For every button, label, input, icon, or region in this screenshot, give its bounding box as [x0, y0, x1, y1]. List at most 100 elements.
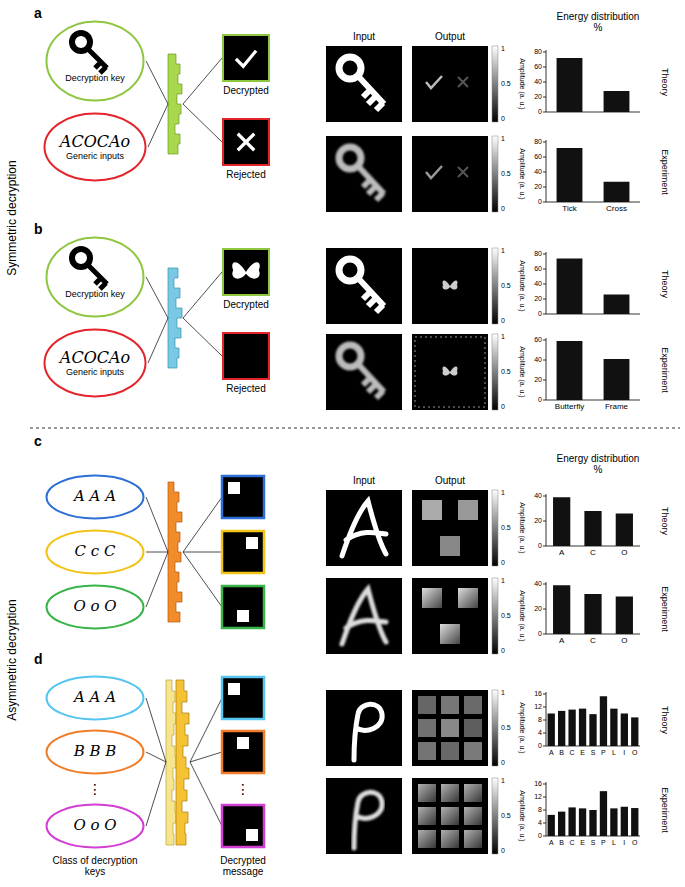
energy-bar — [568, 807, 575, 836]
handwritten-image — [354, 792, 382, 848]
axis-tick — [543, 521, 546, 522]
output-pattern — [426, 166, 468, 178]
handwritten-image — [354, 792, 382, 848]
key-icon — [72, 249, 107, 289]
key-image — [339, 259, 361, 281]
axis-tick — [543, 52, 546, 53]
handwritten-image — [354, 704, 382, 760]
handwritten-input: C c C — [75, 543, 116, 560]
text-label: Theory — [659, 507, 669, 535]
text-label: 0 — [501, 559, 505, 567]
colorbar — [492, 578, 498, 654]
text-label: 8 — [538, 716, 542, 724]
text-label: Output — [435, 31, 465, 42]
text-label: 1 — [501, 333, 505, 341]
node-content: O o O — [45, 584, 145, 630]
colorbar — [492, 490, 498, 566]
axis-tick — [543, 720, 546, 721]
input-ellipse: O o O — [45, 803, 145, 849]
output-spot — [464, 742, 482, 760]
beam-line — [190, 752, 222, 762]
text-label: S — [591, 839, 596, 847]
output-spot — [246, 537, 258, 549]
axis-tick — [543, 733, 546, 734]
text-label: E — [580, 839, 585, 847]
axis-tick — [543, 157, 546, 158]
image-frame — [326, 578, 402, 654]
text-label: 12 — [534, 793, 542, 801]
output-spot — [464, 784, 482, 802]
butterfly-symbol — [442, 367, 457, 376]
axis-tick — [543, 810, 546, 811]
key-icon — [72, 33, 90, 51]
axis-tick — [543, 360, 546, 361]
beam-line — [183, 58, 222, 104]
axis-tick — [543, 609, 546, 610]
text-label: 1 — [501, 689, 505, 697]
chart-axis — [546, 494, 547, 546]
text-label: Butterfly — [555, 403, 584, 412]
beam-line — [190, 698, 222, 762]
text-label: 1 — [501, 777, 505, 785]
axis-tick — [543, 299, 546, 300]
energy-bar — [621, 714, 628, 747]
text-label: 60 — [534, 336, 542, 344]
handwritten-input: O o O — [73, 817, 116, 834]
text-label: 0 — [538, 630, 542, 638]
axis-tick — [543, 746, 546, 747]
chart-axis — [546, 140, 547, 202]
text-label: 20 — [534, 517, 542, 525]
beam-line — [146, 698, 166, 762]
energy-bar — [604, 295, 630, 315]
input-ellipse: Decryption key — [45, 236, 145, 318]
output-spot — [422, 588, 442, 608]
text-label: 40 — [534, 168, 542, 176]
input-ellipse: O o O — [45, 584, 145, 630]
node-content: Decryption key — [45, 20, 145, 102]
node-content: A A A — [45, 474, 145, 520]
energy-bar — [610, 709, 617, 746]
text-label: Symmetric decryption — [6, 160, 19, 275]
output-pattern — [442, 281, 457, 290]
text-label: 0.5 — [501, 368, 511, 376]
beam-line — [190, 762, 222, 826]
energy-bar — [553, 585, 570, 634]
text-label: 1 — [501, 45, 505, 53]
text-label: Experiment — [659, 149, 669, 195]
text-label: B — [559, 839, 564, 847]
node-content: ACOCAoGeneric inputs — [43, 112, 147, 182]
chart-axis — [546, 50, 547, 112]
node-content: Decryption key — [45, 236, 145, 318]
output-spot — [441, 784, 459, 802]
cross-symbol — [458, 77, 468, 87]
text-label: 0 — [538, 108, 542, 116]
text-label: 60 — [534, 63, 542, 71]
axis-tick — [543, 202, 546, 203]
beam-line — [183, 552, 222, 553]
node-text: Rejected — [226, 383, 265, 395]
image-frame — [326, 778, 402, 854]
axis-tick — [543, 707, 546, 708]
key-image — [339, 345, 361, 367]
phase-mask — [168, 54, 182, 154]
text-label: 0 — [538, 396, 542, 404]
output-spot — [458, 588, 478, 608]
key-image — [339, 57, 384, 110]
output-spot — [418, 696, 436, 714]
text-label: 0.5 — [501, 80, 511, 88]
image-frame — [412, 490, 488, 566]
axis-tick — [543, 584, 546, 585]
output-spot — [464, 696, 482, 714]
text-label: Theory — [659, 270, 669, 298]
chart-axis — [546, 338, 547, 400]
key-image — [358, 166, 384, 200]
axis-tick — [543, 784, 546, 785]
energy-bar — [558, 711, 565, 746]
node-content: C c C — [45, 529, 145, 575]
output-spot — [441, 742, 459, 760]
text-label: O — [621, 637, 627, 646]
image-frame — [326, 46, 402, 122]
text-label: Theory — [659, 706, 669, 734]
output-spot — [237, 610, 249, 622]
text-label: Amplitude (a. u.) — [518, 702, 526, 753]
